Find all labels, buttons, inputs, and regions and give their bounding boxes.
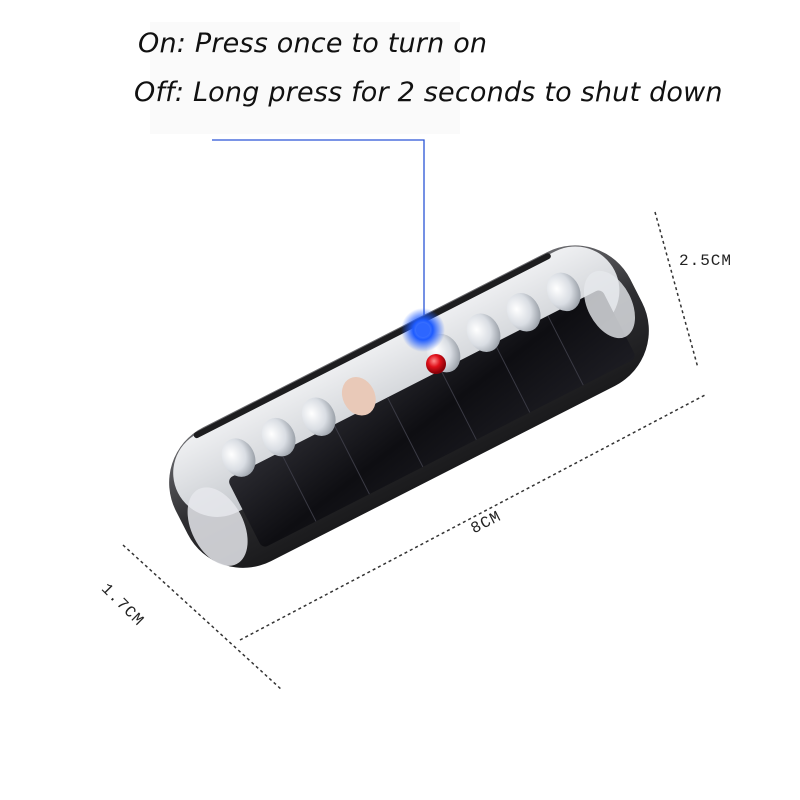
- power-button-core: [416, 323, 430, 337]
- caption-background: [150, 22, 460, 134]
- solar-panel: [229, 290, 635, 547]
- end-cap-left: [187, 487, 248, 566]
- led-icon: [546, 272, 581, 312]
- height-label: 2.5CM: [679, 252, 733, 270]
- led-icon: [221, 438, 256, 477]
- instruction-on: On: Press once to turn on: [138, 28, 488, 59]
- red-led-icon: [426, 354, 446, 374]
- led-icon: [506, 293, 541, 332]
- height-dimension-line: [654, 211, 699, 369]
- top-rim: [193, 253, 551, 439]
- callout-line: [212, 139, 425, 325]
- led-icon: [341, 377, 376, 416]
- end-cap-right: [583, 270, 635, 339]
- led-icon: [466, 313, 501, 352]
- instruction-off: Off: Long press for 2 seconds to shut do…: [134, 77, 723, 108]
- led-icon: [301, 397, 336, 436]
- led-icon: [261, 417, 296, 457]
- led-row: [221, 272, 581, 477]
- solar-light-device: [169, 245, 649, 568]
